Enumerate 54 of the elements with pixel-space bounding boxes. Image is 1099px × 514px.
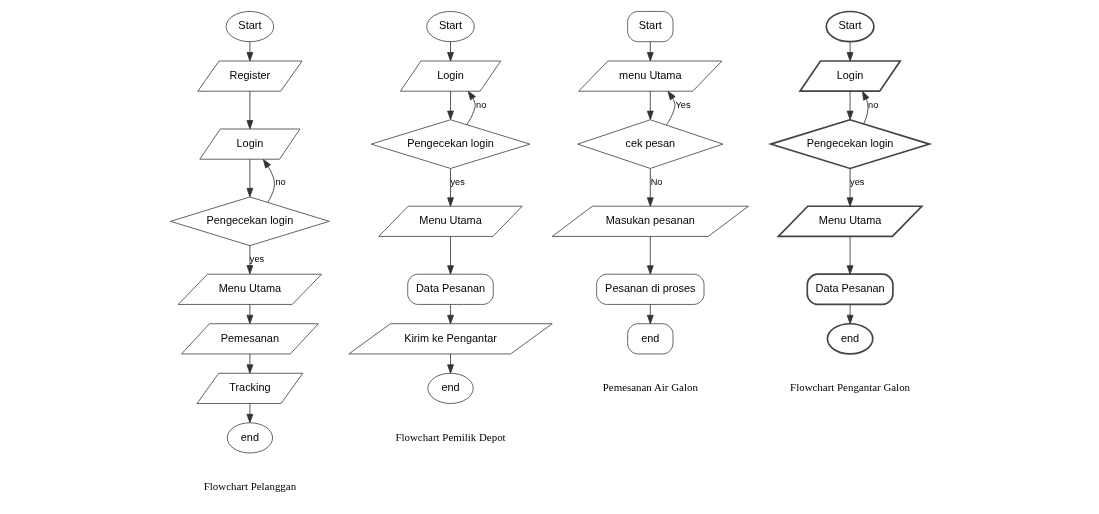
label: Flowchart Pemilik Depot [394,430,506,443]
edge-label: Yes [675,99,691,110]
node-diamond: cek pesan [576,119,723,169]
node-diamond: Pengecekan login [370,119,530,169]
arrow [446,236,454,275]
arrow [846,90,853,120]
edge-label: yes [849,177,864,188]
arrow [246,245,253,275]
arrow [846,168,853,207]
edge-label: yes [249,254,264,265]
arrow [846,304,853,325]
arrow [646,90,654,120]
node-box: Pesanan di proses [595,273,704,305]
node-box: end [626,323,673,355]
arrow [246,403,253,424]
label: Flowchart Pelanggan [203,480,296,493]
node-ellipse: Start [824,10,875,43]
arrow [646,304,654,325]
arrow [665,90,676,126]
edge-label: No [650,177,662,188]
label: Flowchart Pengantar Galon [789,381,910,394]
arrow [246,159,253,198]
edge-label: no [274,177,286,188]
node-ellipse: end [426,372,474,404]
arrow [446,353,454,374]
arrow [465,90,476,126]
arrow [446,304,454,325]
node-box: Data Pesanan [805,273,894,306]
node-diamond: Pengecekan login [767,118,932,170]
label: Pemesanan Air Galon [602,381,698,394]
edge-label: no [475,99,486,110]
arrow [846,236,853,275]
arrow [246,304,253,325]
node-ellipse: end [226,422,273,454]
arrow [262,159,275,203]
node-ellipse: Start [225,11,274,43]
arrow [446,168,454,207]
node-ellipse: Start [425,11,475,43]
arrow [646,236,654,275]
arrow [446,41,454,62]
arrow [646,168,654,207]
node-box: Start [626,11,673,43]
edge-label: no [867,99,878,110]
arrow [246,41,253,62]
node-box: Data Pesanan [406,273,494,305]
edge-label: yes [449,177,465,188]
arrow [446,90,454,120]
arrow [646,41,654,62]
node-ellipse: end [826,322,874,355]
arrow [246,90,253,130]
arrow [246,353,253,374]
arrow [861,90,869,125]
arrow [846,41,853,62]
node-diamond: Pengecekan login [169,196,330,247]
